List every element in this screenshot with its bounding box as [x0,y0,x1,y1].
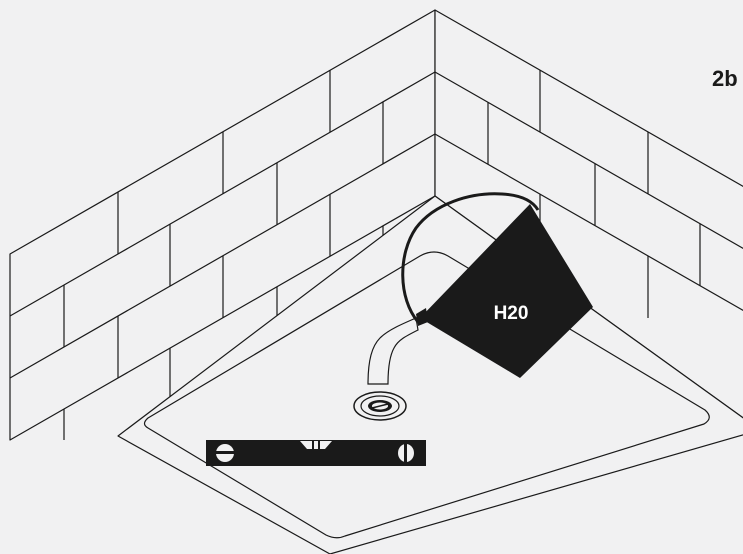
spirit-level-icon [206,440,426,466]
bucket-icon: H20 [401,192,593,378]
water-stream-icon [367,317,419,385]
drain-icon [353,391,407,421]
bucket-label: H20 [494,303,529,324]
step-label: 2b [712,66,738,91]
tiled-wall-icon [9,9,743,441]
